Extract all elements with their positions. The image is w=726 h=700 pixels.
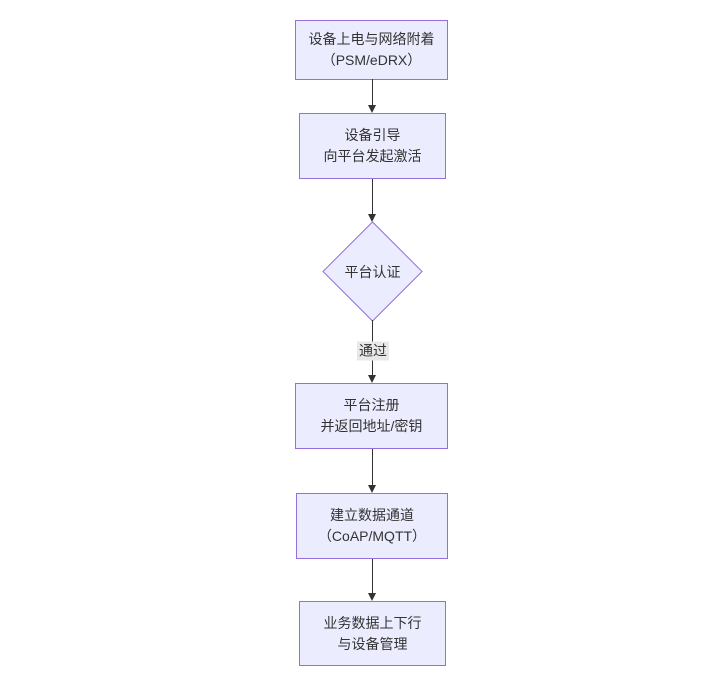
- node-text-line: 与设备管理: [337, 635, 408, 652]
- node-text-line: 平台认证: [344, 263, 401, 280]
- node-text-line: 平台注册: [343, 397, 400, 413]
- edge-line: [372, 559, 373, 594]
- edge-line: [372, 449, 373, 486]
- node-device-power-network-attach: 设备上电与网络附着 （PSM/eDRX）: [295, 20, 448, 80]
- node-text-line: 业务数据上下行: [323, 614, 422, 631]
- edge-line: [372, 179, 373, 215]
- node-text-line: （CoAP/MQTT）: [317, 528, 427, 544]
- node-establish-data-channel: 建立数据通道 （CoAP/MQTT）: [296, 493, 448, 559]
- node-text-line: 设备引导: [344, 127, 401, 143]
- arrowhead-down-icon: [368, 485, 376, 493]
- node-platform-authentication-decision: 平台认证: [322, 221, 423, 322]
- arrowhead-down-icon: [368, 375, 376, 383]
- node-text-line: 向平台发起激活: [323, 148, 422, 164]
- arrowhead-down-icon: [368, 593, 376, 601]
- arrowhead-down-icon: [368, 105, 376, 113]
- arrowhead-down-icon: [368, 214, 376, 222]
- node-business-data-device-management: 业务数据上下行 与设备管理: [299, 601, 446, 666]
- node-text-line: 设备上电与网络附着: [308, 31, 435, 47]
- edge-line: [372, 79, 373, 106]
- node-text-line: （PSM/eDRX）: [321, 52, 422, 68]
- edge-label-pass: 通过: [357, 341, 389, 361]
- node-device-bootstrap-activation: 设备引导 向平台发起激活: [299, 113, 446, 179]
- node-text-line: 建立数据通道: [330, 507, 414, 523]
- node-text-line: 并返回地址/密钥: [320, 418, 423, 434]
- node-platform-register-return-credentials: 平台注册 并返回地址/密钥: [295, 383, 448, 449]
